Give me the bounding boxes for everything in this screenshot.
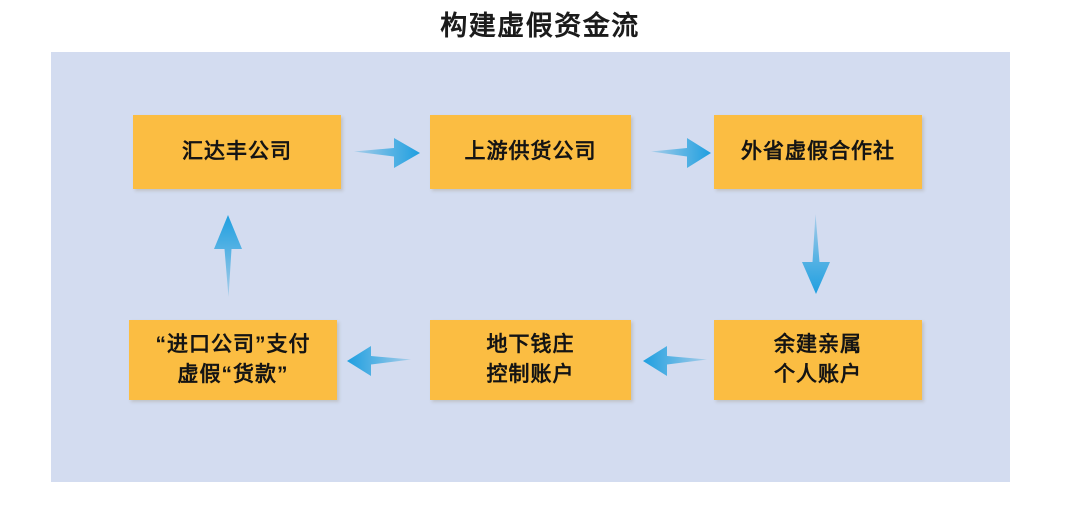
node-coop[interactable]: 外省虚假合作社 — [714, 115, 922, 189]
node-underground[interactable]: 地下钱庄 控制账户 — [430, 320, 631, 400]
node-importpay-label: “进口公司”支付 虚假“货款” — [156, 330, 311, 390]
node-underground-label: 地下钱庄 控制账户 — [487, 330, 575, 390]
node-importpay-label-line2: 虚假“货款” — [177, 363, 289, 386]
page-title: 构建虚假资金流 — [440, 11, 640, 41]
node-huidafeng-label: 汇达丰公司 — [182, 140, 292, 163]
arrow-down-icon-coop-to-relative — [799, 214, 833, 294]
arrow-right-icon-supplier-to-coop — [651, 136, 711, 170]
node-underground-label-line1: 地下钱庄 — [486, 333, 575, 356]
node-relative-label: 余建亲属 个人账户 — [774, 330, 862, 390]
arrow-left-icon-underground-to-importpay — [347, 344, 411, 378]
node-underground-label-line2: 控制账户 — [486, 363, 575, 386]
node-supplier-label: 上游供货公司 — [464, 140, 597, 163]
node-huidafeng[interactable]: 汇达丰公司 — [133, 115, 341, 189]
node-relative-label-line2: 个人账户 — [774, 363, 862, 386]
node-relative-label-line1: 余建亲属 — [774, 333, 862, 356]
node-coop-label: 外省虚假合作社 — [741, 140, 895, 163]
diagram-panel: 汇达丰公司 上游供货公司 外省虚假合作社 余建亲属 个人账户 地下钱庄 控制账户… — [51, 52, 1010, 482]
node-supplier[interactable]: 上游供货公司 — [430, 115, 631, 189]
node-importpay-label-line1: “进口公司”支付 — [155, 333, 311, 356]
arrow-left-icon-relative-to-underground — [643, 344, 707, 378]
node-importpay[interactable]: “进口公司”支付 虚假“货款” — [129, 320, 337, 400]
node-relative[interactable]: 余建亲属 个人账户 — [714, 320, 922, 400]
arrow-right-icon-huidafeng-to-supplier — [354, 136, 420, 170]
arrow-up-icon-importpay-to-huidafeng — [211, 215, 245, 297]
